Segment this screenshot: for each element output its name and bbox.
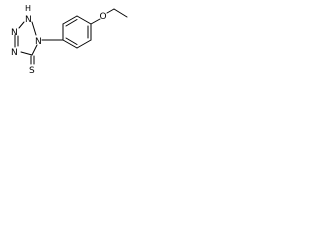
- benzene-ring: [62, 15, 92, 49]
- double-bond-inner: [65, 37, 78, 45]
- bond: [31, 44, 38, 56]
- bond: [90, 18, 101, 25]
- oxygen-label: O: [100, 12, 107, 22]
- bond: [62, 39, 78, 49]
- bond: [31, 21, 37, 36]
- bond: [76, 15, 92, 25]
- nitrogen-label-n3: N: [11, 28, 18, 38]
- bond: [76, 39, 92, 49]
- bond: [113, 8, 128, 18]
- nitrogen-label-n4: N: [11, 48, 18, 58]
- tetrazole-thione-structure: O N N H N N S: [11, 4, 128, 76]
- nitrogen-label-n2: N: [25, 15, 32, 25]
- nitrogen-label-n1: N: [35, 37, 42, 47]
- tetrazole-ring: N N H N N S: [11, 4, 42, 76]
- sulfur-label: S: [29, 66, 35, 76]
- bond: [106, 8, 115, 14]
- bond: [18, 21, 25, 29]
- bond: [62, 15, 78, 25]
- ethoxy-group: O: [90, 8, 128, 25]
- double-bond-inner: [65, 19, 78, 27]
- bond: [20, 51, 33, 56]
- hydrogen-label: H: [25, 4, 31, 13]
